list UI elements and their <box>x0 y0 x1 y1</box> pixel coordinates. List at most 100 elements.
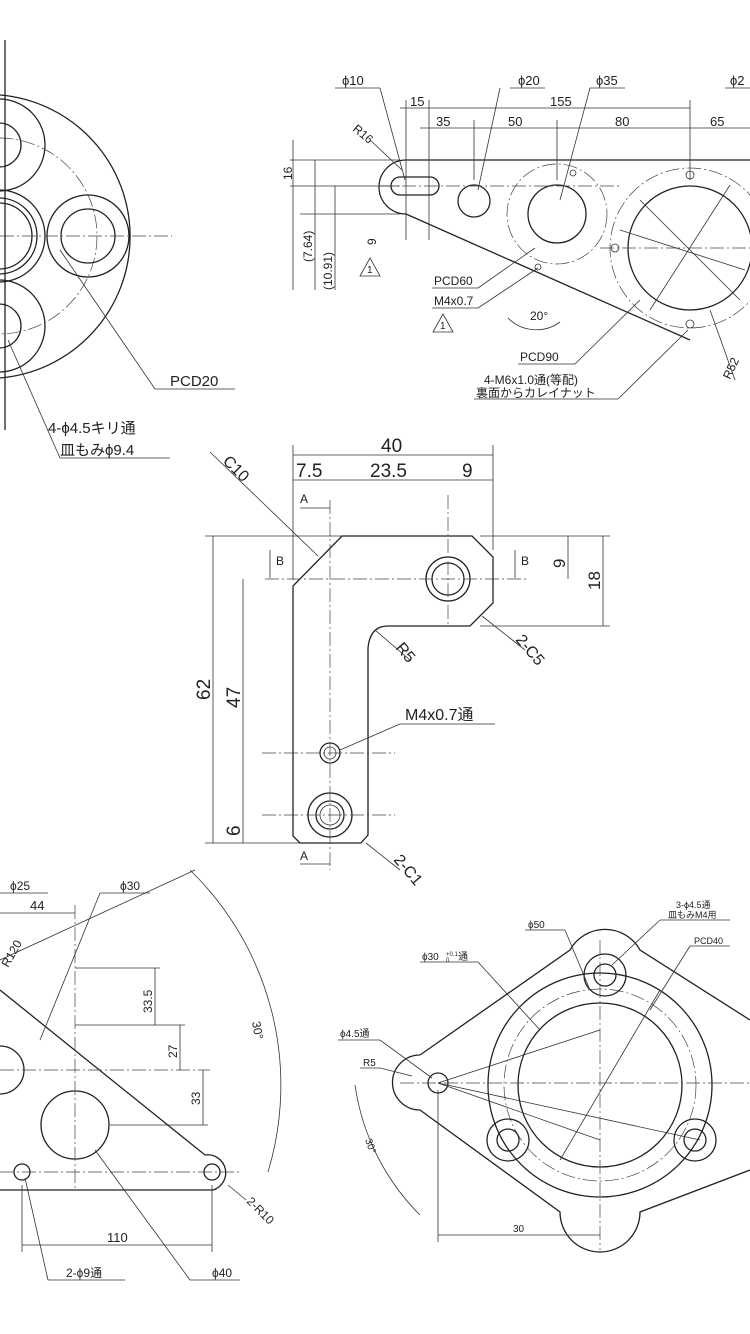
arm-outline <box>378 159 750 341</box>
bottom-right-view: ϕ50 ϕ30 +0.1 0 通 ϕ4.5通 R5 30° 30 3-ϕ4.5通… <box>338 900 750 1253</box>
leader-line <box>574 299 641 365</box>
dim-9: 9 <box>365 238 379 245</box>
revision-triangle <box>359 257 381 277</box>
leader-line <box>365 842 401 871</box>
leader-line <box>24 1177 49 1281</box>
section-label-a: A <box>300 849 308 863</box>
dim-16: 16 <box>281 166 295 180</box>
dim-110: 110 <box>107 1230 128 1245</box>
callout-2-phi9: 2-ϕ9通 <box>66 1266 102 1280</box>
bore-circle <box>0 197 38 275</box>
dim-2-c5: 2-C5 <box>512 632 547 670</box>
tap-hole <box>534 263 542 271</box>
flange-outline <box>391 928 750 1253</box>
top-right-view: ϕ10 ϕ20 ϕ35 ϕ2 15 155 35 50 80 65 R16 16… <box>281 73 750 400</box>
dim-tol-lower: 0 <box>446 958 450 964</box>
boss-circle <box>486 1118 530 1162</box>
bracket-outline <box>292 535 494 844</box>
dim-r5: R5 <box>363 1058 376 1069</box>
dim-phi30: ϕ30 <box>120 879 140 893</box>
callout-drill-holes: 4-ϕ4.5キリ通 <box>48 420 136 437</box>
dim-r16: R16 <box>350 122 376 147</box>
dim-9-right: 9 <box>550 559 569 568</box>
center-view: 40 7.5 23.5 9 C10 62 47 6 9 18 R5 2-C5 2… <box>194 436 610 889</box>
dim-7-5: 7.5 <box>296 461 322 482</box>
dim-phi4-5: ϕ4.5通 <box>340 1028 370 1040</box>
leader-line <box>379 1039 433 1079</box>
dim-2-c1: 2-C1 <box>390 852 425 890</box>
dim-phi50: ϕ50 <box>528 920 545 931</box>
construction-line <box>639 199 741 301</box>
dim-18: 18 <box>585 571 604 590</box>
dim-phi35: ϕ35 <box>596 73 618 88</box>
dim-10-91: (10.91) <box>321 252 335 290</box>
dim-27: 27 <box>166 1044 180 1058</box>
angle-arc <box>189 869 282 1173</box>
callout-nut: 裏面からカレイナット <box>476 385 596 400</box>
dim-phi20: ϕ20 <box>518 73 540 88</box>
hole-circle <box>593 963 617 987</box>
tap-hole <box>569 169 577 177</box>
dim-62: 62 <box>194 679 215 700</box>
leader-line <box>477 87 501 191</box>
construction-line <box>437 1082 701 1141</box>
construction-line <box>649 184 731 311</box>
leader-line <box>477 247 536 289</box>
leader-line <box>481 615 526 651</box>
leader-line <box>7 339 61 459</box>
dim-40: 40 <box>381 436 402 457</box>
dim-9: 9 <box>462 461 473 482</box>
leader-line <box>649 945 691 1011</box>
callout-pcd20: PCD20 <box>170 373 218 390</box>
revision-mark: 1 <box>367 265 373 276</box>
leader-line <box>374 629 411 661</box>
leader-line <box>59 249 156 390</box>
leader-line <box>477 267 539 309</box>
leader-line <box>559 87 591 201</box>
boss-circle <box>673 1118 717 1162</box>
tap-hole <box>685 319 695 329</box>
dim-23-5: 23.5 <box>370 461 407 482</box>
leader-line <box>611 919 661 966</box>
revision-mark: 1 <box>440 321 446 332</box>
leader-line <box>709 309 736 381</box>
dim-phi2x: ϕ2 <box>730 73 745 88</box>
angle-arc <box>507 317 561 331</box>
dim-15: 15 <box>410 94 424 109</box>
callout-m6: 4-M6x1.0通(等配) <box>484 373 578 387</box>
flange-outline <box>0 94 131 379</box>
slot-outline <box>390 176 440 196</box>
hole-circle <box>527 184 587 244</box>
leader-line <box>227 1184 247 1201</box>
section-label-a: A <box>300 492 308 506</box>
dim-47: 47 <box>224 687 245 708</box>
leader-line <box>209 451 319 557</box>
construction-line <box>559 989 661 1161</box>
leader-line <box>94 1149 191 1281</box>
dim-155: 155 <box>550 94 572 109</box>
hole-circle <box>496 1128 520 1152</box>
section-label-b: B <box>276 554 284 568</box>
dim-phi25: ϕ25 <box>10 879 30 893</box>
construction-line <box>437 1029 601 1084</box>
top-left-view: PCD20 4-ϕ4.5キリ通 皿もみϕ9.4 <box>0 40 235 459</box>
hole-circle <box>457 184 491 218</box>
dim-phi30: ϕ30 <box>422 952 439 963</box>
dim-r120: R120 <box>0 937 25 969</box>
callout-pcd60: PCD60 <box>434 274 473 288</box>
construction-line <box>619 229 746 271</box>
callout-pcd40: PCD40 <box>694 936 723 946</box>
plate-outline <box>0 989 227 1191</box>
callout-pcd90: PCD90 <box>520 350 559 364</box>
dim-44: 44 <box>30 898 44 913</box>
boss-circle <box>0 279 46 373</box>
leader-line <box>379 87 406 181</box>
construction-line <box>0 869 196 961</box>
dim-suffix-thru: 通 <box>458 951 468 963</box>
dim-33-5: 33.5 <box>141 989 155 1013</box>
revision-triangle <box>432 313 454 333</box>
dim-tol-upper: +0.1 <box>446 952 459 958</box>
section-label-b: B <box>521 554 529 568</box>
dim-2-r10: 2-R10 <box>244 1194 277 1227</box>
dim-angle-30: 30° <box>249 1020 266 1041</box>
